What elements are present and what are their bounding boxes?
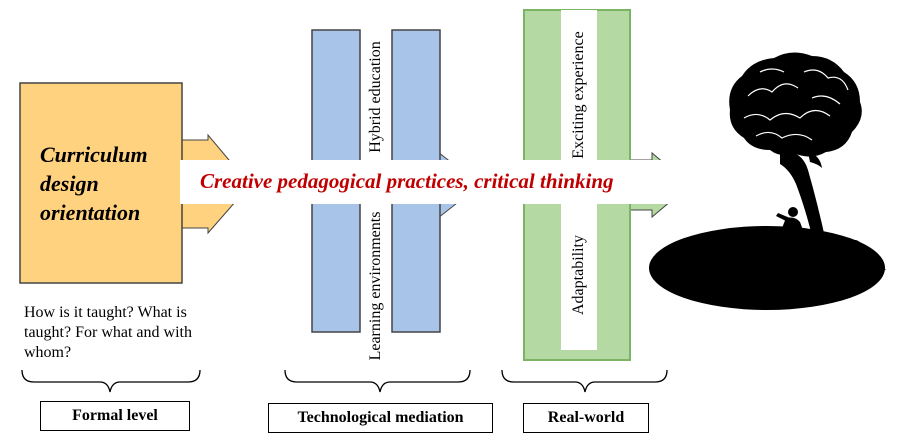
- blue-bottom-text: Learning environments: [367, 211, 384, 361]
- curriculum-questions: How is it taught? What is taught? For wh…: [24, 304, 192, 361]
- level-label-technological: Technological mediation: [268, 403, 493, 433]
- level-label-realworld: Real-world: [523, 403, 649, 433]
- brain-folds-icon: [743, 68, 849, 141]
- curriculum-title-line-2: design: [40, 171, 99, 196]
- level-label-formal: Formal level: [40, 401, 190, 431]
- blue-top-text: Hybrid education: [367, 41, 384, 153]
- brace-formal: [21, 369, 201, 393]
- brace-technological: [284, 369, 471, 393]
- brace-realworld: [501, 369, 668, 393]
- curriculum-title-line-1: Curriculum: [40, 142, 148, 167]
- green-top-text: Exciting experience: [570, 31, 587, 159]
- green-bottom-text: Adaptability: [570, 235, 587, 315]
- brain-tree-reader-silhouette-icon: [649, 52, 886, 310]
- curriculum-title: Curriculum design orientation: [40, 140, 180, 227]
- banner-text: Creative pedagogical practices, critical…: [200, 169, 614, 193]
- banner-band: [180, 160, 700, 204]
- curriculum-box: [19, 82, 183, 284]
- curriculum-title-line-3: orientation: [40, 200, 141, 225]
